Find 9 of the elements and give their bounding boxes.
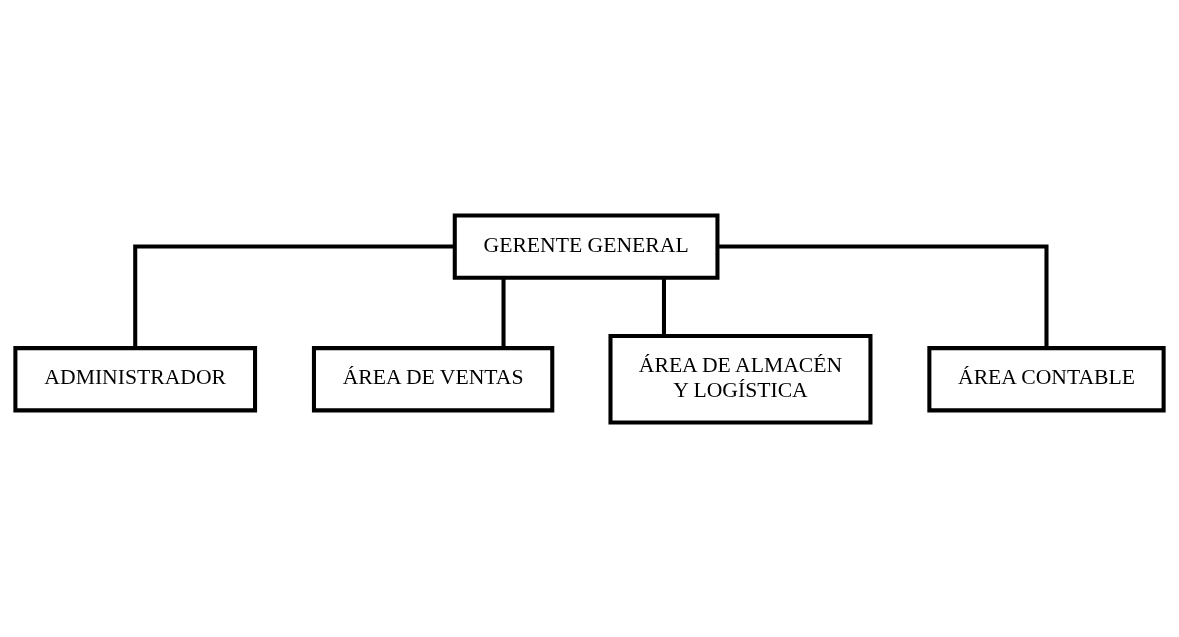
node-box: ÁREA DE ALMACÉN Y LOGÍSTICA [608, 333, 873, 425]
connector [501, 277, 506, 348]
connector [661, 277, 666, 335]
node-box: ÁREA DE VENTAS [311, 345, 555, 412]
connector [718, 244, 1049, 348]
node-box: GERENTE GENERAL [452, 212, 720, 280]
node-box: ADMINISTRADOR [13, 345, 258, 412]
connector [133, 244, 455, 348]
node-box: ÁREA CONTABLE [927, 345, 1166, 412]
